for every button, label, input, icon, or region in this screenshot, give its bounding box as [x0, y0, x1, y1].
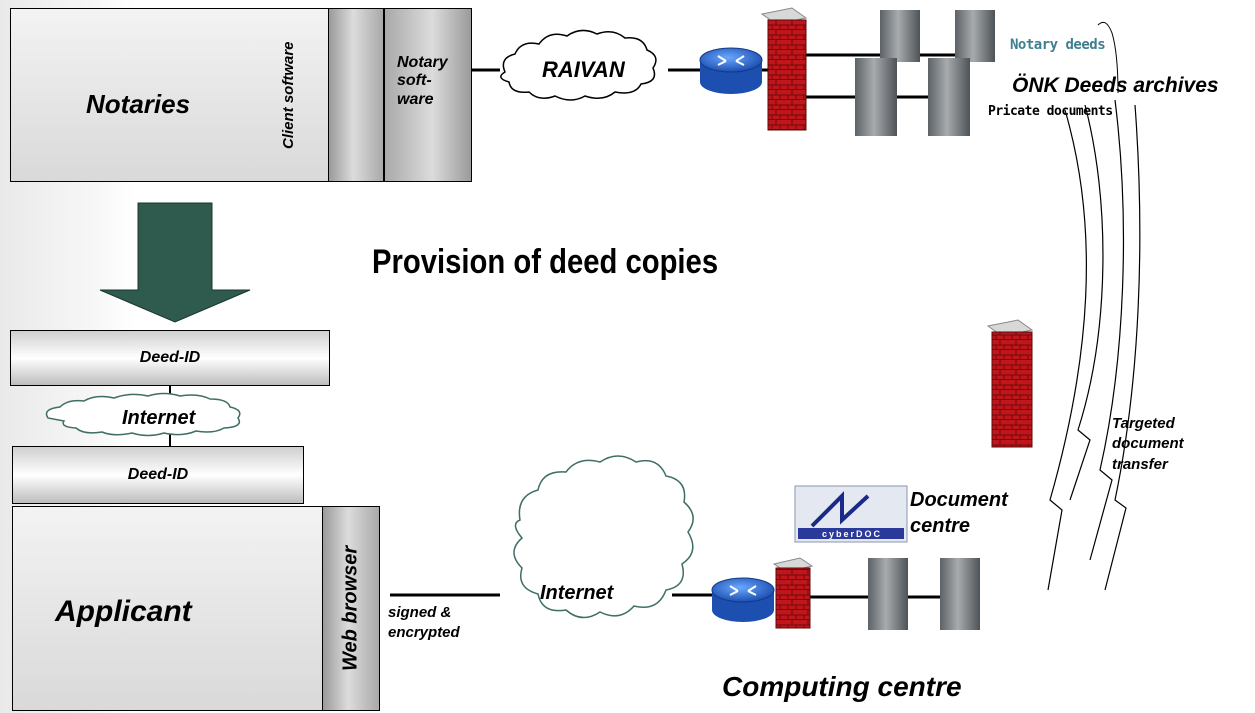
- transfer-arrow-top: [1097, 21, 1119, 94]
- transfer-label: Targeted document transfer: [1112, 415, 1184, 473]
- internet-cloud-bottom: [513, 455, 694, 619]
- transfer-arrow-3: [1089, 99, 1124, 561]
- archive-server-3: [855, 58, 897, 136]
- applicant-label: Applicant: [55, 595, 192, 628]
- notary-deeds-label: Notary deeds: [1010, 37, 1106, 53]
- notaries-label: Notaries: [86, 89, 191, 119]
- internet-label-middle: Internet: [122, 407, 196, 429]
- firewall-bottom: [772, 557, 814, 629]
- transfer-arrow-2: [1047, 109, 1087, 591]
- archive-server-4: [928, 58, 970, 136]
- notary-software-label: Notary soft-ware: [397, 54, 448, 108]
- client-software-panel: Client software: [280, 8, 384, 182]
- notary-software-panel: Notary soft-ware: [384, 8, 472, 182]
- raivan-label: RAIVAN: [542, 57, 625, 82]
- raivan-cloud: [500, 29, 657, 101]
- deed-id-bar-top: Deed-ID: [10, 330, 330, 386]
- computing-centre-label: Computing centre: [722, 671, 962, 702]
- archive-server-2: [955, 10, 995, 62]
- internet-cloud-middle: [45, 392, 241, 437]
- firewall-top: [760, 7, 808, 131]
- cyberdoc-logo: [794, 485, 908, 543]
- diagram-title: Provision of deed copies: [372, 243, 719, 281]
- router-bottom: [711, 577, 775, 622]
- deed-id-top-label: Deed-ID: [139, 349, 201, 366]
- web-browser-panel: Web browser: [322, 506, 380, 711]
- transfer-arrow-1: [1069, 104, 1104, 501]
- deed-id-bottom-label: Deed-ID: [127, 466, 189, 483]
- applicant-panel: Applicant: [12, 506, 324, 711]
- document-centre-label: Document centre: [910, 489, 1008, 537]
- archive-server-1: [880, 10, 920, 62]
- transfer-arrow-4: [1104, 104, 1141, 591]
- computing-server-1: [868, 558, 908, 630]
- deed-id-bar-bottom: Deed-ID: [12, 446, 304, 504]
- internet-label-bottom: Internet: [540, 582, 614, 604]
- firewall-middle: [986, 319, 1034, 448]
- web-browser-label: Web browser: [339, 545, 362, 672]
- down-arrow: [99, 202, 251, 323]
- private-documents-label: Pricate documents: [988, 104, 1113, 119]
- router-top: [699, 47, 763, 94]
- connection-label: signed & encrypted: [388, 604, 460, 642]
- computing-server-2: [940, 558, 980, 630]
- archives-title: ÖNK Deeds archives: [1012, 74, 1219, 97]
- cyberdoc-logo-text: cyberDOC: [822, 529, 883, 539]
